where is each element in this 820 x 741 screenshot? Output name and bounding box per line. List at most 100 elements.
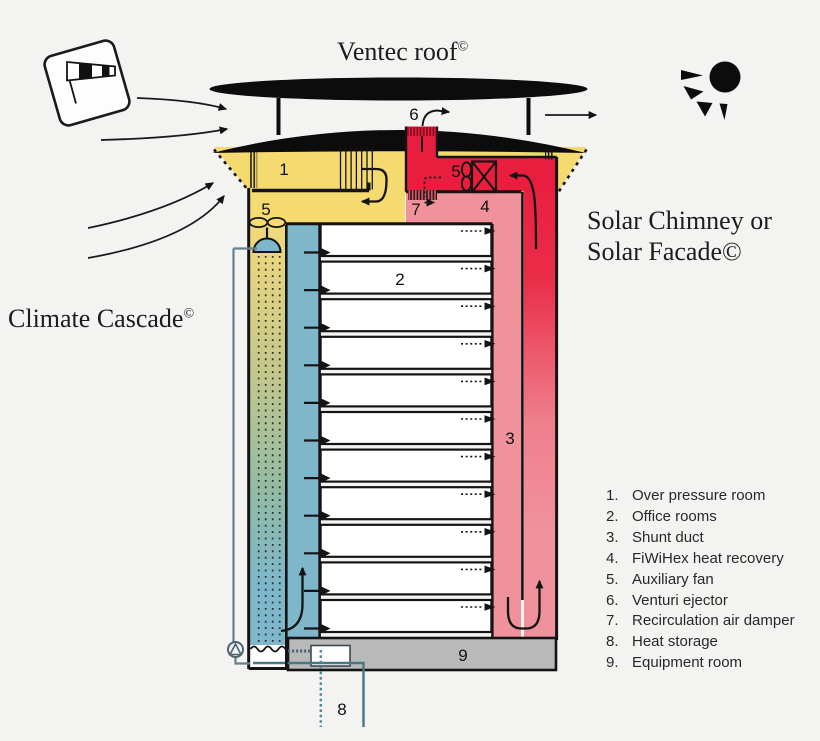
pump-rotor-icon: [228, 642, 243, 656]
overpressure-inflow-arrow: [360, 167, 388, 206]
office-floors: [304, 222, 496, 634]
callout-office-rooms: 2: [395, 270, 405, 289]
legend-item-number: 9.: [606, 654, 619, 672]
legend-item: 1. Over pressure room: [606, 486, 795, 507]
shunt-duct: [406, 192, 521, 637]
legend-item-number: 7.: [606, 612, 619, 630]
solar-chimney-line2: Solar Facade: [587, 237, 723, 266]
supply-air-arrowhead: [321, 285, 331, 295]
solar-chimney-title: Solar Chimney or Solar Facade©: [587, 205, 772, 267]
supply-air-arrowhead: [321, 511, 331, 520]
legend-item-number: 8.: [606, 633, 619, 651]
office-floor: [319, 373, 493, 408]
legend-item-label: FiWiHex heat recovery: [632, 549, 784, 567]
venturi-outlet-grille: [407, 127, 437, 136]
recirculation-damper-grille: [408, 190, 437, 200]
roof-canopy: [212, 130, 586, 153]
wind-arrow: [136, 97, 228, 111]
supply-air-arrowhead: [321, 473, 331, 483]
legend-item-label: Recirculation air damper: [632, 612, 795, 630]
recirculation-path: [423, 176, 441, 207]
office-floor: [319, 448, 493, 483]
water-spray-columns: [257, 256, 281, 643]
climate-cascade-column: [250, 225, 286, 648]
legend-item: 5.Auxiliary fan: [606, 570, 795, 591]
wind-arrow: [87, 182, 215, 229]
flow-arrows: [280, 107, 544, 633]
supply-air-arrowhead: [321, 549, 331, 558]
callout-auxiliary-fan-top: 5: [451, 162, 461, 181]
intake-grille-right: [545, 147, 553, 160]
office-floor: [319, 298, 493, 333]
callout-equipment-room: 9: [458, 646, 468, 665]
supply-air-arrowhead: [321, 436, 331, 445]
callout-venturi-ejector: 6: [409, 105, 419, 124]
copyright-mark: ©: [457, 39, 469, 55]
legend-item: 7. Recirculation air damper: [606, 611, 795, 632]
legend-item-label: Heat storage: [632, 633, 718, 651]
wind-arrow: [100, 126, 229, 141]
cascade-to-duct-arrow: [280, 566, 307, 633]
legend-item-number: 5.: [606, 570, 619, 588]
ventec-roof-label: Ventec roof: [337, 37, 458, 66]
legend-item: 2.Office rooms: [606, 507, 795, 528]
intake-grille-left: [248, 147, 258, 188]
legend-item-label: Over pressure room: [632, 487, 766, 504]
supply-air-arrowhead: [321, 624, 331, 633]
water-surface: [249, 645, 287, 653]
legend-item-label: Venturi ejector: [632, 591, 728, 609]
legend-item-number: 3.: [606, 528, 619, 546]
ventec-roof-title: Ventec roof©: [337, 37, 468, 67]
ventec-roof-disc: [209, 77, 588, 101]
legend-item: 8. Heat storage: [606, 632, 795, 653]
office-floor: [319, 335, 493, 370]
wind-arrow: [87, 195, 225, 259]
office-floor: [319, 598, 493, 634]
legend-item-number: 4.: [606, 549, 619, 567]
heat-storage-pipe-solid: [253, 661, 365, 727]
callout-auxiliary-fan-cascade: 5: [261, 200, 271, 219]
supply-air-arrowhead: [321, 248, 331, 257]
exhaust-air-arrowhead: [484, 603, 496, 611]
exhaust-air-arrowhead: [484, 565, 496, 574]
supply-air-arrowhead: [321, 323, 331, 332]
shower-head: [252, 237, 282, 253]
supply-air-arrowhead: [321, 361, 331, 370]
callout-overpressure-room: 1: [279, 160, 289, 179]
callout-recirculation-damper: 7: [411, 200, 421, 219]
office-floor: [319, 561, 493, 596]
exhaust-air-arrowhead: [484, 415, 496, 423]
office-floor: [319, 260, 493, 295]
office-floor: [319, 523, 493, 558]
exhaust-air-arrowhead: [484, 302, 496, 310]
chimney-to-fiwihex-arrow: [508, 171, 538, 250]
exhaust-air-arrowhead: [484, 452, 496, 461]
solar-chimney: [524, 157, 557, 637]
auxiliary-fan-cascade: [248, 216, 287, 228]
roof-post: [276, 98, 281, 135]
roof-post: [526, 98, 531, 135]
exhaust-air-arrowhead: [484, 264, 496, 273]
porous-edge-right: [556, 148, 588, 195]
solar-chimney-line1: Solar Chimney or: [587, 206, 772, 235]
legend-item: 6. Venturi ejector: [606, 591, 795, 612]
circulation-pump: [227, 641, 244, 658]
structure-borders: [247, 126, 559, 670]
exhaust-air-arrowhead: [484, 377, 496, 386]
legend-item: 3.Shunt duct: [606, 528, 795, 549]
legend-item-label: Office rooms: [632, 507, 717, 525]
office-floor: [319, 222, 493, 258]
legend-item-number: 1.: [606, 487, 619, 504]
callout-shunt-duct: 3: [505, 429, 515, 448]
climate-cascade-label: Climate Cascade: [8, 304, 184, 333]
office-floor: [319, 410, 493, 446]
water-basin: [250, 645, 287, 669]
legend-item: 9.Equipment room: [606, 653, 795, 674]
legend-item-number: 6.: [606, 591, 619, 609]
climate-cascade-title: Climate Cascade©: [8, 304, 194, 334]
sun-icon: [681, 61, 741, 120]
exhaust-air-arrowhead: [484, 340, 496, 348]
